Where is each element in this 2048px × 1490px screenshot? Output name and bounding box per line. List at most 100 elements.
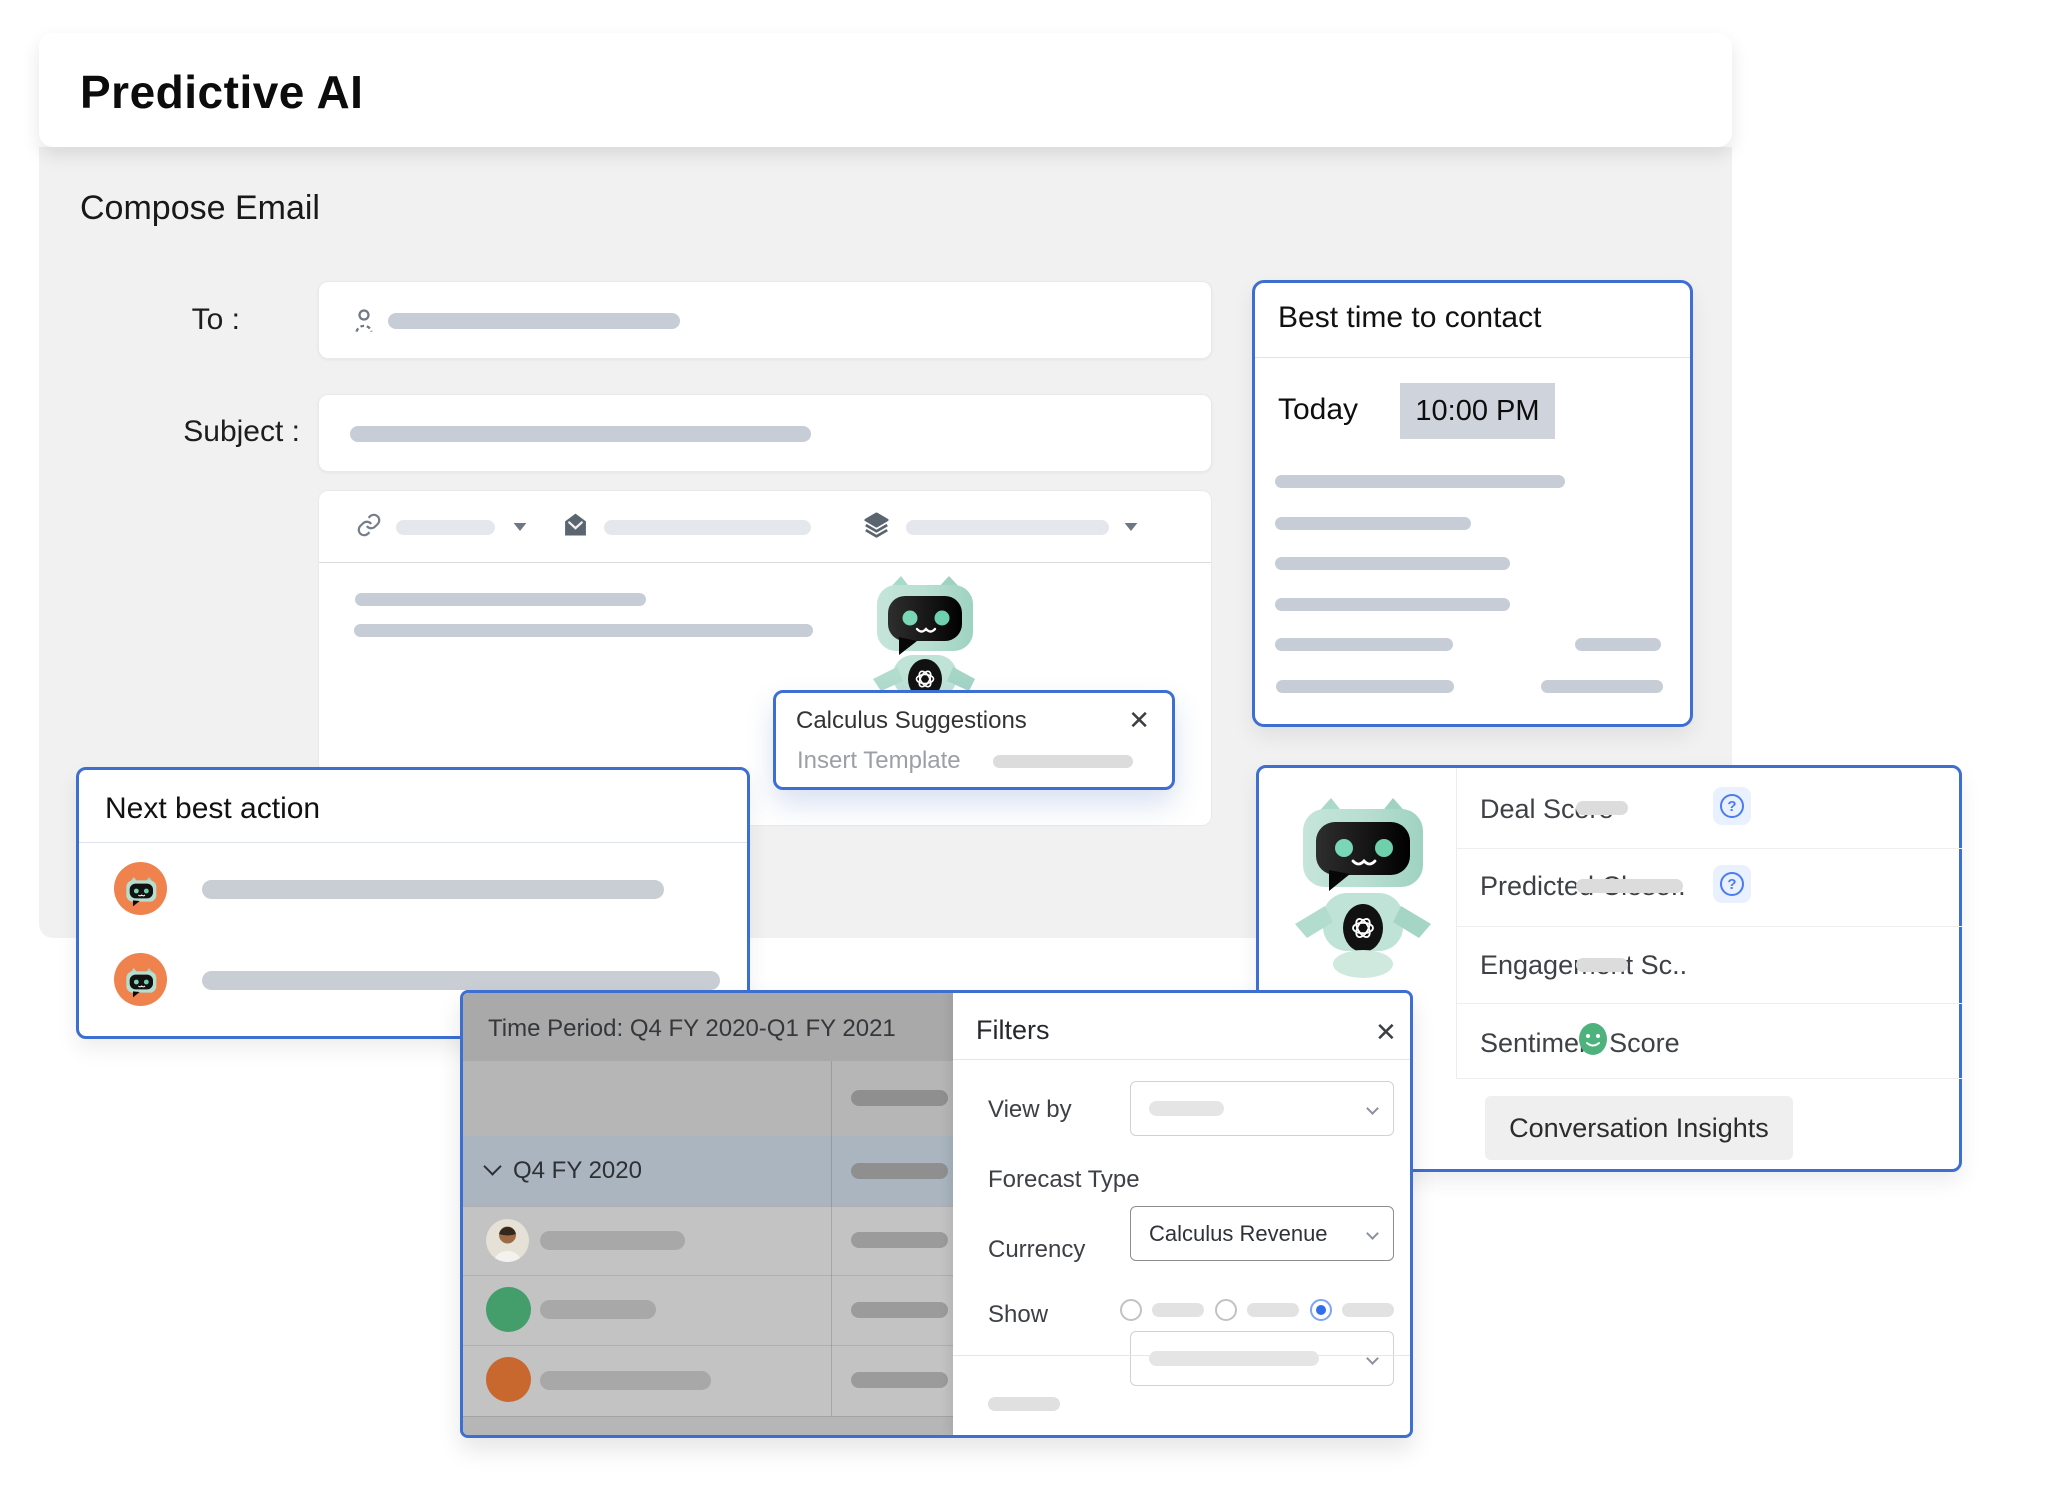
radio-selected-icon [1310,1299,1332,1321]
page-title: Predictive AI [80,66,364,118]
calculus-suggestions-popup: Calculus Suggestions ✕ Insert Template [773,690,1175,790]
subject-input[interactable] [318,394,1212,472]
status-dot-orange [486,1357,531,1402]
placeholder-bar [604,519,811,535]
view-by-label: View by [988,1096,1072,1123]
quarter-label: Q4 FY 2020 [513,1157,642,1184]
insert-link-control[interactable] [356,491,528,563]
chevron-down-icon [483,1157,502,1176]
subject-label: Subject : [183,415,300,448]
divider [1255,357,1690,358]
smiley-icon [1576,1022,1610,1061]
best-time-chip[interactable]: 10:00 PM [1400,383,1555,439]
currency-label: Currency [988,1236,1086,1263]
robot-avatar [114,862,167,915]
show-label: Show [988,1301,1049,1328]
divider [953,1059,1410,1060]
help-button[interactable]: ? [1713,865,1751,903]
placeholder-bar [993,755,1133,768]
placeholder-bar [1541,680,1663,693]
to-label: To : [191,303,240,336]
placeholder-bar [906,519,1109,535]
placeholder-bar [1576,879,1683,893]
to-input[interactable] [318,281,1212,359]
divider [79,842,747,843]
placeholder-bar [388,313,680,329]
placeholder-bar [851,1163,948,1179]
view-by-select[interactable] [1130,1081,1394,1136]
radio-option-3-selected[interactable] [1310,1299,1394,1321]
next-best-title: Next best action [105,792,321,825]
best-time-card: Best time to contact Today 10:00 PM [1252,280,1693,727]
currency-select[interactable] [1130,1331,1394,1386]
placeholder-bar [1275,638,1453,651]
link-icon [356,512,382,543]
placeholder-bar [1576,801,1628,815]
divider [1456,1003,1962,1004]
placeholder-bar [540,1371,711,1390]
editor-toolbar [319,491,1211,563]
placeholder-bar [1149,1351,1319,1366]
placeholder-bar [350,426,811,442]
layers-icon [863,511,890,543]
robot-mascot [863,575,985,702]
close-icon[interactable]: ✕ [1128,705,1150,735]
placeholder-bar [851,1090,948,1106]
help-button[interactable]: ? [1713,787,1751,825]
status-dot-green [486,1287,531,1332]
person-icon [349,306,379,341]
radio-icon [1215,1299,1237,1321]
close-icon[interactable]: ✕ [1375,1017,1397,1047]
placeholder-bar [1247,1303,1299,1317]
placeholder-bar [1275,517,1471,530]
conversation-insights-button[interactable]: Conversation Insights [1485,1096,1793,1160]
radio-option-1[interactable] [1120,1299,1204,1321]
popup-title: Calculus Suggestions [796,707,1027,734]
question-icon: ? [1720,794,1744,818]
placeholder-bar [1149,1101,1224,1116]
placeholder-bar [396,519,495,535]
insert-template-item[interactable]: Insert Template [797,747,961,774]
table-footer-strip [463,1416,953,1435]
table-header: Time Period: Q4 FY 2020-Q1 FY 2021 [463,993,953,1061]
time-period-header: Time Period: Q4 FY 2020-Q1 FY 2021 [488,1015,896,1042]
placeholder-bar [540,1300,656,1319]
placeholder-bar [1152,1303,1204,1317]
robot-mascot [1283,796,1443,1016]
placeholder-bar [355,593,646,606]
divider [1456,1078,1962,1079]
radio-option-2[interactable] [1215,1299,1299,1321]
divider [1456,926,1962,927]
robot-avatar [114,953,167,1006]
action-item[interactable] [202,880,664,899]
divider [1456,768,1457,1078]
envelope-icon [563,512,588,542]
placeholder-bar [851,1372,948,1388]
chevron-down-icon [513,523,527,531]
best-time-title: Best time to contact [1278,301,1542,334]
avatar [486,1219,529,1262]
placeholder-bar [988,1397,1060,1411]
placeholder-bar [354,624,813,637]
question-icon: ? [1720,872,1744,896]
filters-title: Filters [976,1015,1050,1045]
placeholder-bar [1276,680,1454,693]
divider [1456,848,1962,849]
placeholder-bar [540,1231,685,1250]
forecast-table: Time Period: Q4 FY 2020-Q1 FY 2021 Q4 FY… [463,993,953,1435]
placeholder-bar [1275,475,1565,488]
insights-card: Deal Score ? Predicted Close.. ? Engagem… [1256,765,1962,1172]
app-header: Predictive AI [39,33,1732,147]
template-control[interactable] [563,491,811,563]
forecast-type-select[interactable]: Calculus Revenue [1130,1206,1394,1261]
layers-control[interactable] [863,491,1139,563]
placeholder-bar [851,1232,948,1248]
best-time-day: Today [1278,393,1359,426]
forecast-type-value: Calculus Revenue [1149,1220,1328,1246]
placeholder-bar [1576,958,1628,972]
placeholder-bar [1342,1303,1394,1317]
compose-heading: Compose Email [80,189,320,227]
placeholder-bar [851,1302,948,1318]
action-item[interactable] [202,971,720,990]
placeholder-bar [1575,638,1661,651]
